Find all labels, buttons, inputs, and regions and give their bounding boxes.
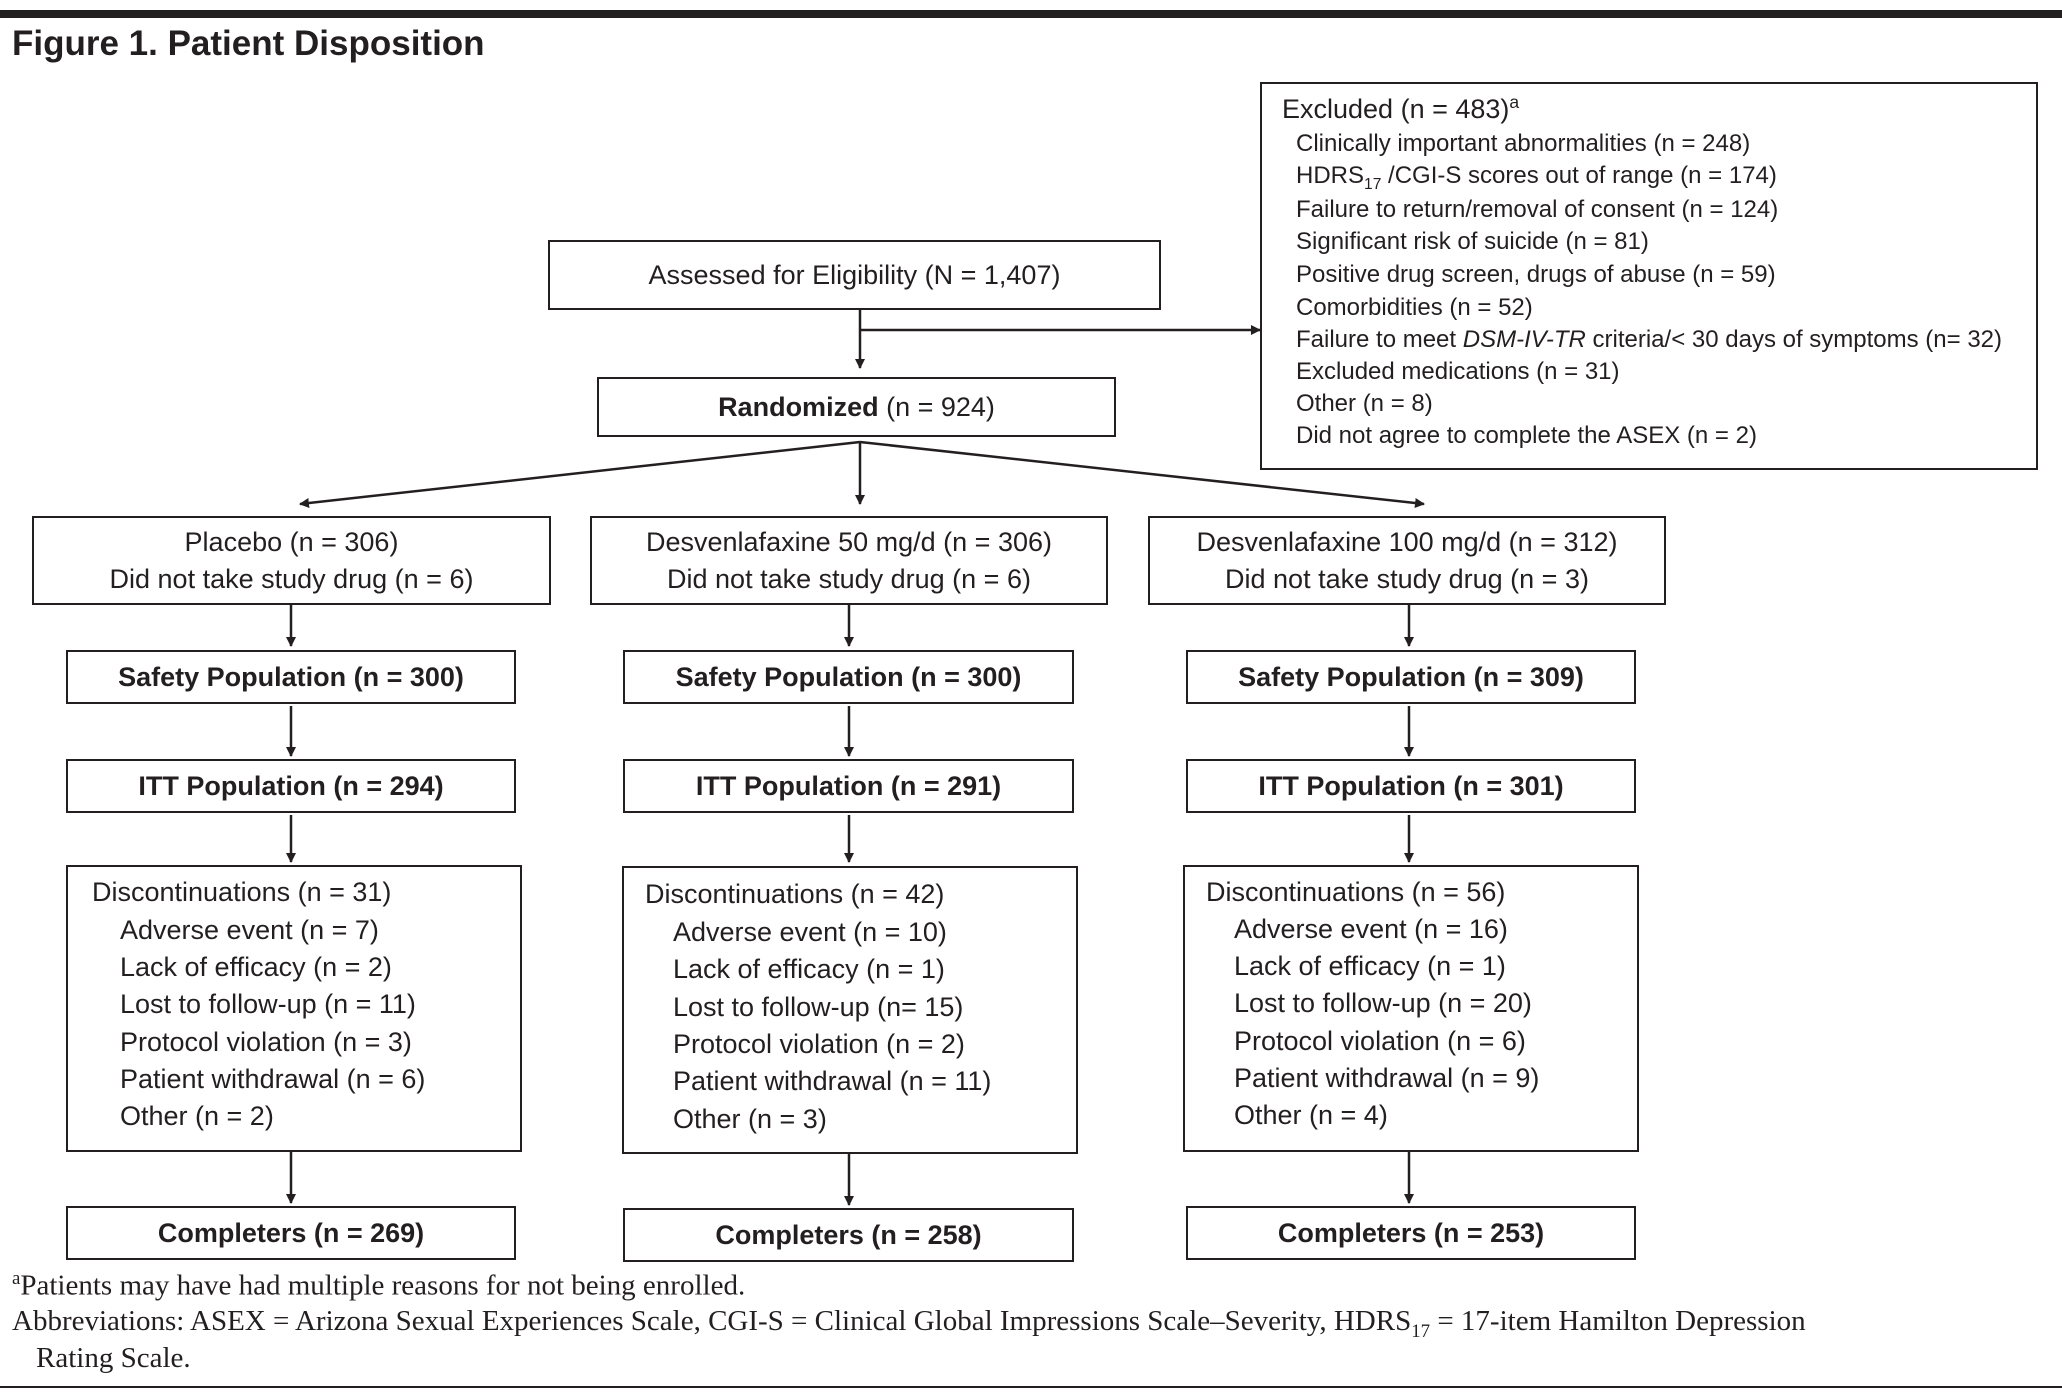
disc-item: Lost to follow-up (n = 20) [1234, 988, 1532, 1018]
disc-item: Patient withdrawal (n = 9) [1234, 1063, 1540, 1093]
arm-name: Desvenlafaxine 100 mg/d (n = 312) [1196, 526, 1618, 557]
disc-item: Lost to follow-up (n= 15) [673, 992, 964, 1022]
footnote-a: aPatients may have had multiple reasons … [12, 1268, 746, 1302]
itt-box-placebo: ITT Population (n = 294) [66, 759, 516, 813]
excluded-item: Other (n = 8) [1296, 390, 1433, 417]
itt-label: ITT Population (n = 291) [695, 770, 1002, 801]
edge-randomized-dvs100 [859, 440, 1425, 508]
excluded-item: Comorbidities (n = 52) [1296, 294, 1533, 321]
disc-title: Discontinuations (n = 31) [92, 877, 392, 907]
arm-box-dvs50: Desvenlafaxine 50 mg/d (n = 306) Did not… [590, 516, 1108, 605]
edge-randomized-placebo [299, 440, 861, 508]
arm-did-not-take: Did not take study drug (n = 6) [667, 563, 1031, 594]
disc-title: Discontinuations (n = 42) [645, 879, 945, 909]
disc-item: Other (n = 2) [120, 1101, 274, 1131]
disc-box-dvs50: Discontinuations (n = 42) Adverse event … [622, 866, 1078, 1154]
safety-box-placebo: Safety Population (n = 300) [66, 650, 516, 704]
safety-label: Safety Population (n = 300) [118, 661, 464, 692]
itt-box-dvs50: ITT Population (n = 291) [623, 759, 1074, 813]
arm-box-placebo: Placebo (n = 306) Did not take study dru… [32, 516, 551, 605]
completers-box-dvs100: Completers (n = 253) [1186, 1206, 1636, 1260]
disc-item: Lack of efficacy (n = 1) [1234, 951, 1506, 981]
randomized-box: Randomized (n = 924) [597, 377, 1116, 437]
footnote-abbreviations: Abbreviations: ASEX = Arizona Sexual Exp… [12, 1305, 1806, 1342]
disc-item: Other (n = 4) [1234, 1100, 1388, 1130]
arm-box-dvs100: Desvenlafaxine 100 mg/d (n = 312) Did no… [1148, 516, 1666, 605]
excluded-item: Clinically important abnormalities (n = … [1296, 130, 1751, 157]
safety-box-dvs100: Safety Population (n = 309) [1186, 650, 1636, 704]
assessed-label: Assessed for Eligibility (N = 1,407) [648, 259, 1061, 290]
excluded-item: Positive drug screen, drugs of abuse (n … [1296, 261, 1776, 288]
arm-name: Placebo (n = 306) [184, 526, 399, 557]
completers-label: Completers (n = 258) [715, 1219, 982, 1250]
disc-item: Adverse event (n = 7) [120, 915, 379, 945]
disc-title: Discontinuations (n = 56) [1206, 877, 1506, 907]
excluded-title: Excluded (n = 483)a [1282, 92, 1520, 124]
top-rule [0, 10, 2062, 18]
disc-item: Patient withdrawal (n = 11) [673, 1066, 992, 1096]
footnote-abbreviations-cont: Rating Scale. [36, 1342, 191, 1374]
excluded-item: Failure to return/removal of consent (n … [1296, 196, 1779, 223]
safety-label: Safety Population (n = 300) [675, 661, 1022, 692]
disc-item: Protocol violation (n = 2) [673, 1029, 965, 1059]
arm-did-not-take: Did not take study drug (n = 3) [1225, 563, 1589, 594]
disc-item: Protocol violation (n = 6) [1234, 1026, 1526, 1056]
completers-box-placebo: Completers (n = 269) [66, 1206, 516, 1260]
completers-box-dvs50: Completers (n = 258) [623, 1208, 1074, 1262]
completers-label: Completers (n = 253) [1277, 1217, 1545, 1248]
excluded-item: Did not agree to complete the ASEX (n = … [1296, 422, 1757, 449]
completers-label: Completers (n = 269) [157, 1217, 425, 1248]
safety-label: Safety Population (n = 309) [1238, 661, 1584, 692]
itt-label: ITT Population (n = 294) [138, 770, 444, 801]
disc-item: Other (n = 3) [673, 1104, 827, 1134]
excluded-box: Excluded (n = 483)a Clinically important… [1260, 82, 2038, 470]
disc-item: Protocol violation (n = 3) [120, 1027, 412, 1057]
arm-did-not-take: Did not take study drug (n = 6) [109, 563, 474, 594]
excluded-item: Failure to meet DSM-IV-TR criteria/< 30 … [1296, 326, 2003, 353]
randomized-label: Randomized (n = 924) [718, 391, 995, 422]
itt-label: ITT Population (n = 301) [1258, 770, 1564, 801]
assessed-box: Assessed for Eligibility (N = 1,407) [548, 240, 1161, 310]
disc-item: Lack of efficacy (n = 1) [673, 954, 945, 984]
excluded-item: Excluded medications (n = 31) [1296, 358, 1620, 385]
disc-item: Lost to follow-up (n = 11) [120, 989, 416, 1019]
safety-box-dvs50: Safety Population (n = 300) [623, 650, 1074, 704]
disc-box-dvs100: Discontinuations (n = 56) Adverse event … [1183, 865, 1639, 1152]
itt-box-dvs100: ITT Population (n = 301) [1186, 759, 1636, 813]
disc-item: Adverse event (n = 16) [1234, 914, 1508, 944]
disc-box-placebo: Discontinuations (n = 31) Adverse event … [66, 865, 522, 1152]
excluded-item: Significant risk of suicide (n = 81) [1296, 228, 1649, 255]
disc-item: Adverse event (n = 10) [673, 917, 947, 947]
excluded-item: HDRS17 /CGI-S scores out of range (n = 1… [1296, 162, 1777, 193]
bottom-rule [0, 1386, 2062, 1388]
figure-title: Figure 1. Patient Disposition [12, 24, 485, 63]
disc-item: Patient withdrawal (n = 6) [120, 1064, 426, 1094]
arm-name: Desvenlafaxine 50 mg/d (n = 306) [646, 526, 1052, 557]
disc-item: Lack of efficacy (n = 2) [120, 952, 392, 982]
